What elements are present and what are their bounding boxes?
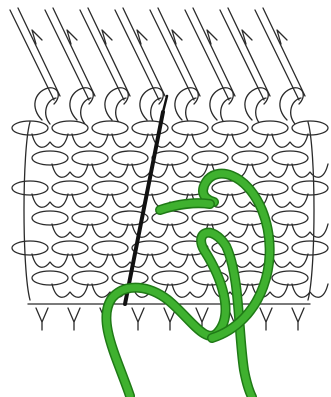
stitch-bar	[52, 241, 88, 255]
stitch-bar	[12, 241, 48, 255]
stitch-bar	[92, 121, 128, 135]
stitch-bar	[272, 211, 308, 225]
stitch-bar	[32, 151, 68, 165]
stitch-bar	[192, 211, 228, 225]
stitch-bar	[152, 271, 188, 285]
stitch-bar	[72, 271, 108, 285]
stitch-bar	[32, 211, 68, 225]
stitch-bar	[252, 121, 288, 135]
stitch-bar	[192, 151, 228, 165]
stitch-bar	[292, 241, 328, 255]
stitch-bar	[12, 181, 48, 195]
stitch-bar	[272, 151, 308, 165]
stitch-bar	[72, 151, 108, 165]
stitch-bar	[212, 121, 248, 135]
stitch-bar	[52, 121, 88, 135]
stitch-bar	[72, 211, 108, 225]
stitch-bar	[92, 181, 128, 195]
stitch-bar	[272, 271, 308, 285]
stitch-bar	[112, 151, 148, 165]
stitch-bar	[172, 121, 208, 135]
stitch-bar	[292, 181, 328, 195]
stitch-bar	[152, 151, 188, 165]
stitch-bar	[32, 271, 68, 285]
stitch-bar	[232, 151, 268, 165]
stitch-bar	[52, 181, 88, 195]
stitch-bar	[92, 241, 128, 255]
